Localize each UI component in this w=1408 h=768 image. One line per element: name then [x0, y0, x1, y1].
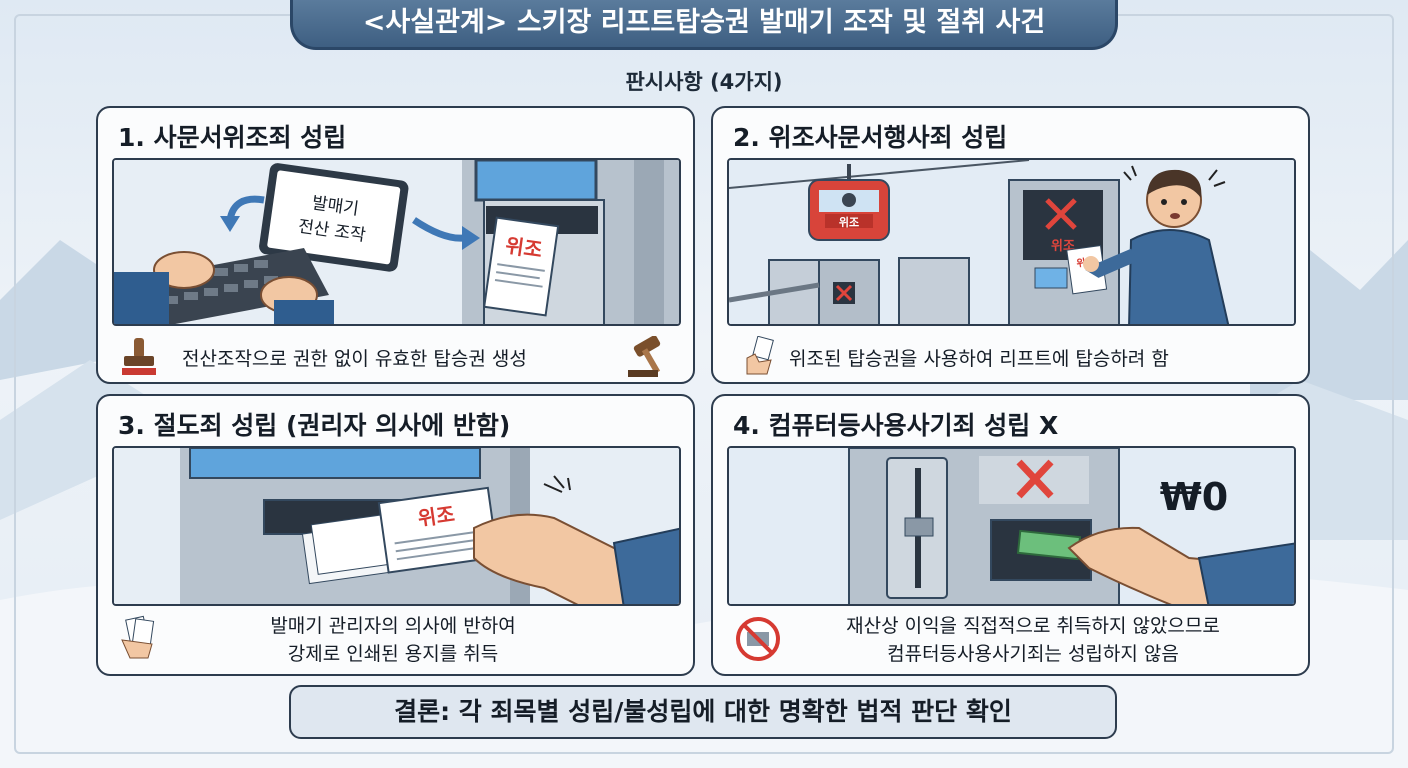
card-title: 3. 절도죄 성립 (권리자 의사에 반함) — [118, 411, 511, 440]
page-subtitle: 판시사항 (4가지) — [625, 70, 783, 94]
scene-theft: 위조 — [112, 446, 681, 606]
money-text: ₩0 — [1160, 475, 1228, 519]
ticket-text: 위조 — [504, 233, 544, 262]
card-forgery: 1. 사문서위조죄 성립 위조 발매기 전산 조작 — [96, 106, 695, 384]
card-theft: 3. 절도죄 성립 (권리자 의사에 반함) 위조 — [96, 394, 695, 676]
gavel-icon — [628, 335, 676, 382]
stamp-icon — [120, 336, 158, 382]
page-title: <사실관계> 스키장 리프트탑승권 발매기 조작 및 절취 사건 — [290, 0, 1118, 50]
caption-line-1: 발매기 관리자의 의사에 반하여 — [270, 615, 516, 637]
caption-line-1: 재산상 이익을 직접적으로 취득하지 않았으므로 — [846, 615, 1220, 637]
card-use-forged: 2. 위조사문서행사죄 성립 위조 위조 — [711, 106, 1310, 384]
card-caption: 재산상 이익을 직접적으로 취득하지 않았으므로 컴퓨터등사용사기죄는 성립하지… — [773, 612, 1293, 668]
scene-use-forged: 위조 위조 위조 — [727, 158, 1296, 326]
card-computer-fraud: 4. 컴퓨터등사용사기죄 성립 X ₩0 재산상 이익을 직접적으로 취득하지 … — [711, 394, 1310, 676]
card-caption: 발매기 관리자의 의사에 반하여 강제로 인쇄된 용지를 취득 — [158, 612, 628, 668]
fake-ticket: 위조 — [483, 216, 560, 317]
conclusion-banner: 결론: 각 죄목별 성립/불성립에 대한 명확한 법적 판단 확인 — [289, 685, 1117, 739]
hand-ticket-icon — [741, 335, 777, 380]
card-caption: 위조된 탑승권을 사용하여 리프트에 탑승하려 함 — [789, 348, 1169, 370]
no-money-icon — [735, 616, 781, 666]
scene-computer-fraud: ₩0 — [727, 446, 1296, 606]
card-title: 1. 사문서위조죄 성립 — [118, 123, 347, 152]
hand-tickets-icon — [118, 614, 158, 664]
use-forged-illustration: 위조 위조 위조 — [729, 160, 1294, 324]
ticket-text: 위조 — [416, 502, 456, 531]
card-title: 2. 위조사문서행사죄 성립 — [733, 123, 1008, 152]
computer-fraud-illustration: ₩0 — [729, 448, 1294, 604]
scene-forgery: 위조 발매기 전산 조작 — [112, 158, 681, 326]
tablet: 발매기 전산 조작 — [259, 163, 409, 272]
forgery-illustration: 위조 발매기 전산 조작 — [114, 160, 679, 324]
card-title: 4. 컴퓨터등사용사기죄 성립 X — [733, 411, 1059, 440]
gondola-text: 위조 — [839, 216, 859, 229]
caption-line-2: 컴퓨터등사용사기죄는 성립하지 않음 — [887, 643, 1179, 665]
card-caption: 전산조작으로 권한 없이 유효한 탑승권 생성 — [182, 348, 527, 370]
caption-line-2: 강제로 인쇄된 용지를 취득 — [287, 643, 499, 665]
theft-illustration: 위조 — [114, 448, 679, 604]
